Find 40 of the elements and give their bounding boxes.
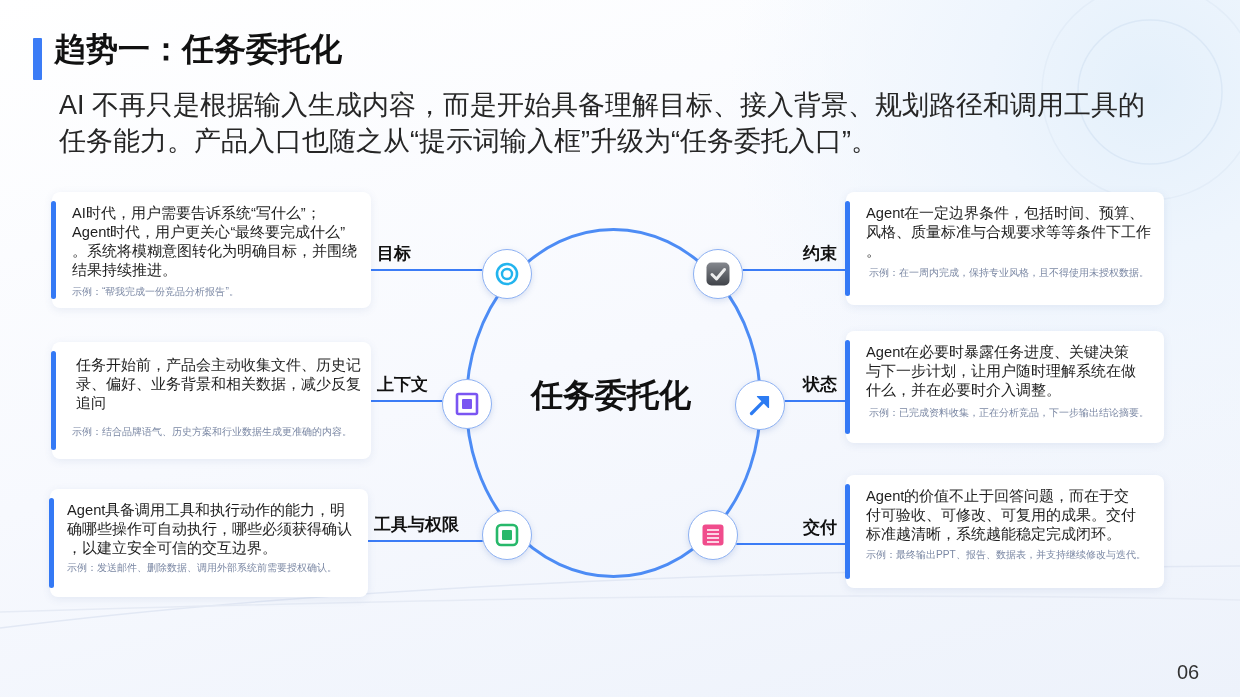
example-note: 示例：最终输出PPT、报告、数据表，并支持继续修改与迭代。 bbox=[866, 548, 1146, 562]
info-card bbox=[846, 475, 1164, 588]
connector-line bbox=[370, 269, 484, 271]
example-note: 示例：已完成资料收集，正在分析竞品，下一步输出结论摘要。 bbox=[869, 406, 1149, 420]
card-text: Agent的价值不止于回答问题，而在于交付可验收、可修改、可复用的成果。交付标准越清晰，系统越能稳定完成闭环。 bbox=[866, 487, 1137, 544]
example-note: 示例：结合品牌语气、历史方案和行业数据生成更准确的内容。 bbox=[72, 425, 352, 439]
card-text: AI时代，用户需要告诉系统“写什么”；Agent时代，用户更关心“最终要完成什么”。系统将模糊意图转化为明确目标，并围绕结果持续推进。 bbox=[72, 204, 358, 280]
connector-line bbox=[367, 540, 484, 542]
info-card bbox=[52, 192, 371, 308]
example-note: 示例：“帮我完成一份竞品分析报告”。 bbox=[72, 285, 239, 299]
edge-label: 状态 bbox=[803, 374, 837, 396]
card-text: 任务开始前，产品会主动收集文件、历史记录、偏好、业务背景和相关数据，减少反复追问 bbox=[76, 356, 362, 413]
card-text: Agent在一定边界条件，包括时间、预算、风格、质量标准与合规要求等等条件下工作。 bbox=[866, 204, 1152, 261]
icon-circle bbox=[482, 510, 532, 560]
connector-line bbox=[783, 400, 847, 402]
edge-label: 上下文 bbox=[377, 374, 428, 396]
intro-text: AI 不再只是根据输入生成内容，而是开始具备理解目标、接入背景、规划路径和调用工具的任务能力。产品入口也随之从“提示词输入框”升级为“任务委托入口”。 bbox=[59, 89, 1146, 158]
icon-circle bbox=[482, 249, 532, 299]
icon-circle bbox=[693, 249, 743, 299]
connector-line bbox=[735, 543, 847, 545]
connector-line bbox=[370, 400, 444, 402]
edge-label: 约束 bbox=[803, 243, 837, 265]
info-card bbox=[846, 192, 1164, 305]
icon-circle bbox=[735, 380, 785, 430]
connector-line bbox=[741, 269, 847, 271]
info-card bbox=[50, 489, 368, 597]
example-note: 示例：在一周内完成，保持专业风格，且不得使用未授权数据。 bbox=[869, 266, 1149, 280]
edge-label: 目标 bbox=[377, 243, 411, 265]
card-text: Agent在必要时暴露任务进度、关键决策与下一步计划，让用户随时理解系统在做什么，并在必要时介入调整。 bbox=[866, 343, 1137, 400]
icon-circle bbox=[442, 379, 492, 429]
info-card bbox=[846, 331, 1164, 443]
page-number: 06 bbox=[1177, 660, 1200, 685]
edge-label: 工具与权限 bbox=[374, 514, 459, 536]
hub-title: 任务委托化 bbox=[530, 376, 691, 415]
example-note: 示例：发送邮件、删除数据、调用外部系统前需要授权确认。 bbox=[67, 561, 337, 575]
edge-label: 交付 bbox=[803, 517, 837, 539]
slide-title: 趋势一：任务委托化 bbox=[54, 30, 342, 69]
info-card bbox=[52, 342, 371, 459]
icon-circle bbox=[688, 510, 738, 560]
card-text: Agent具备调用工具和执行动作的能力，明确哪些操作可自动执行，哪些必须获得确认，以建立安全可信的交互边界。 bbox=[67, 501, 353, 558]
